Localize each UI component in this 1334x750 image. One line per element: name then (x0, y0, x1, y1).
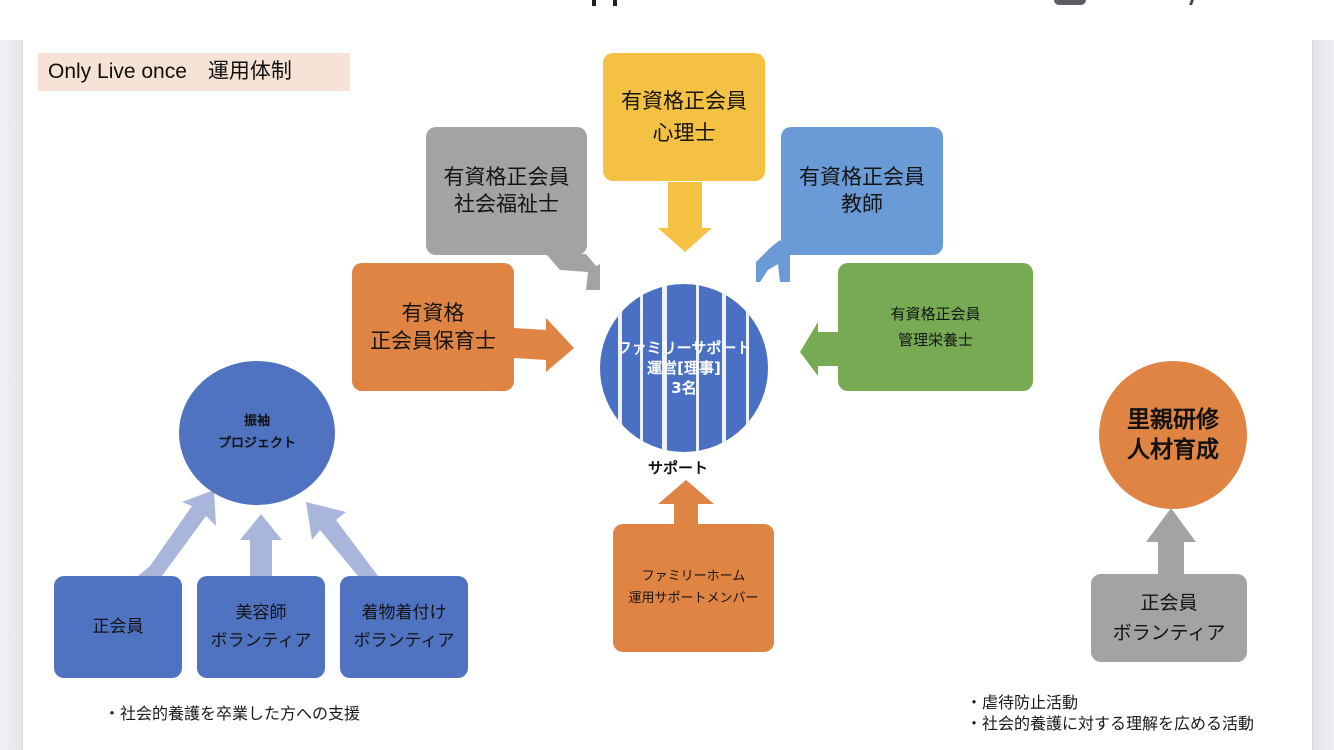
glitch-stripe (618, 284, 622, 452)
box-social-worker-line2: 社会福祉士 (454, 192, 559, 216)
slide-title: Only Live once 運用体制 (38, 53, 350, 91)
box-kimono-line2: ボランティア (353, 631, 455, 651)
foster-line1: 里親研修 (1127, 407, 1219, 433)
box-support-member-line1: ファミリーホーム (641, 569, 746, 584)
viewer-left-margin (0, 40, 23, 750)
box-beautician-line1: 美容師 (235, 603, 287, 623)
toolbar-pill-icon[interactable] (1054, 0, 1086, 5)
furisode-line2: プロジェクト (217, 436, 296, 451)
box-member: 正会員 (54, 576, 182, 678)
glitch-stripe (696, 284, 699, 452)
center-circle-label: ファミリーサポート 運営[理事] 3名 (617, 338, 752, 398)
box-beautician-volunteer: 美容師 ボランティア (197, 576, 325, 678)
device-status-bar (0, 0, 1334, 40)
box-member-line1: 正会員 (92, 617, 144, 637)
glitch-stripe (662, 284, 667, 452)
box-support-member: ファミリーホーム 運用サポートメンバー (613, 524, 774, 652)
search-icon[interactable] (1189, 0, 1194, 5)
box-foster-volunteer-line1: 正会員 (1140, 592, 1198, 614)
box-psychologist-line2: 心理士 (652, 121, 716, 145)
box-beautician-line2: ボランティア (210, 631, 312, 651)
center-circle-line3: 3名 (671, 379, 697, 397)
box-childcare-line2: 正会員保育士 (370, 329, 496, 353)
foster-line2: 人材育成 (1127, 437, 1219, 463)
center-circle-line2: 運営[理事] (647, 359, 721, 377)
box-childcare: 有資格 正会員保育士 (352, 263, 514, 391)
status-glyph (592, 0, 596, 6)
box-foster-volunteer: 正会員 ボランティア (1091, 574, 1247, 662)
box-kimono-line1: 着物着付け (361, 603, 447, 623)
furisode-line1: 振袖 (243, 414, 270, 429)
viewer-right-scrollbar[interactable] (1312, 40, 1334, 750)
center-circle-line1: ファミリーサポート (616, 339, 752, 357)
status-glyph (613, 0, 617, 6)
circle-furisode-project: 振袖 プロジェクト (179, 361, 335, 505)
foster-note-2: ・社会的養護に対する理解を広める活動 (966, 714, 1255, 733)
box-teacher-line1: 有資格正会員 (799, 165, 925, 189)
box-dietitian: 有資格正会員 管理栄養士 (838, 263, 1033, 391)
box-dietitian-line1: 有資格正会員 (890, 305, 981, 323)
box-teacher-line2: 教師 (841, 192, 883, 216)
box-psychologist: 有資格正会員 心理士 (603, 53, 765, 181)
box-psychologist-line1: 有資格正会員 (621, 89, 747, 113)
box-kimono-volunteer: 着物着付け ボランティア (340, 576, 468, 678)
box-childcare-line1: 有資格 (401, 301, 465, 325)
circle-foster-training: 里親研修 人材育成 (1099, 361, 1247, 509)
box-foster-volunteer-line2: ボランティア (1112, 622, 1226, 644)
foster-note-1: ・虐待防止活動 (966, 693, 1079, 712)
center-circle-family-support: ファミリーサポート 運営[理事] 3名 (600, 284, 768, 452)
box-social-worker: 有資格正会員 社会福祉士 (426, 127, 587, 255)
center-caption-support: サポート (648, 459, 709, 477)
glitch-stripe (722, 284, 726, 452)
glitch-stripe (746, 284, 749, 452)
glitch-stripe (640, 284, 643, 452)
box-teacher: 有資格正会員 教師 (781, 127, 943, 255)
box-support-member-line2: 運用サポートメンバー (628, 591, 759, 606)
box-social-worker-line1: 有資格正会員 (443, 165, 570, 189)
box-dietitian-line2: 管理栄養士 (897, 331, 973, 349)
furisode-note: ・社会的養護を卒業した方への支援 (104, 704, 361, 723)
